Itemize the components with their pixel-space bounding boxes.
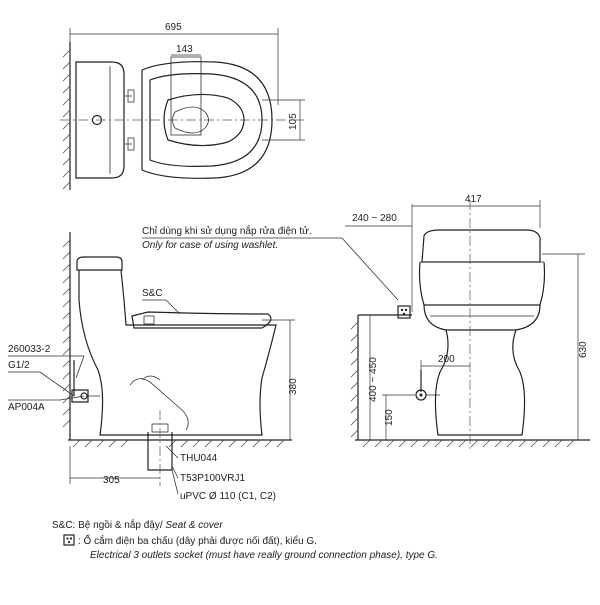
- legend: S&C: Bệ ngồi & nắp đậy/ Seat & cover : Ổ…: [52, 518, 438, 561]
- top-width-dim: 695: [165, 22, 182, 33]
- legend-socket-en: Electrical 3 outlets socket (must have r…: [90, 550, 438, 561]
- side-view: 305 380 260033-2 G1/2 AP004A S&C THU044 …: [8, 232, 299, 502]
- label-g12: G1/2: [8, 360, 30, 371]
- side-rear-dim: 305: [103, 475, 120, 486]
- washlet-note: Chỉ dùng khi sử dụng nắp rửa điện tử. On…: [142, 204, 413, 312]
- label-upvc: uPVC Ø 110 (C1, C2): [180, 491, 276, 502]
- label-thu044: THU044: [180, 453, 218, 464]
- top-side-dim: 105: [288, 113, 299, 130]
- front-supply-offset-dim: 200: [438, 354, 455, 365]
- front-supply-height-dim: 150: [384, 409, 395, 426]
- washlet-note-vi: Chỉ dùng khi sử dụng nắp rửa điện tử.: [142, 224, 312, 237]
- washlet-range-dim: 240 ~ 280: [352, 213, 397, 224]
- legend-socket-vi: : Ổ cắm điện ba chấu (dây phải được nối …: [78, 534, 317, 547]
- legend-sc: S&C: Bệ ngồi & nắp đậy/ Seat & cover: [52, 518, 223, 531]
- socket-legend-icon: [63, 534, 75, 546]
- front-view: 417 630 400 ~ 450 150 200: [350, 194, 590, 450]
- washlet-note-en: Only for case of using washlet.: [142, 240, 278, 251]
- front-width-dim: 417: [465, 194, 482, 205]
- label-ap004a: AP004A: [8, 402, 45, 413]
- top-outlet-dim: 143: [176, 44, 193, 55]
- label-260033: 260033-2: [8, 344, 51, 355]
- front-height-dim: 630: [578, 341, 589, 358]
- socket-icon: [397, 305, 411, 319]
- label-sc: S&C: [142, 288, 163, 299]
- front-socket-dim: 400 ~ 450: [368, 357, 379, 402]
- top-view: 695 143 105: [60, 22, 305, 190]
- side-height-dim: 380: [288, 378, 299, 395]
- label-t53: T53P100VRJ1: [180, 473, 245, 484]
